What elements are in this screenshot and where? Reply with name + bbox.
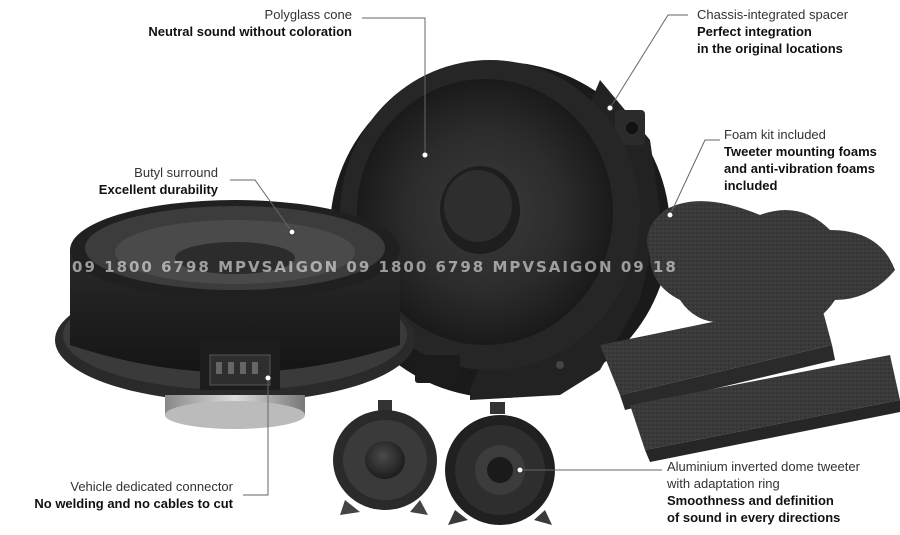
watermark-text: AIGON 09 1800 6798 MPVSAIGON 09 1800 679… — [0, 258, 678, 276]
callout-title: Polyglass cone — [264, 7, 352, 22]
callout-butyl: Butyl surround Excellent durability — [99, 164, 218, 198]
callout-desc-line3: included — [724, 178, 778, 193]
callout-title: Chassis-integrated spacer — [697, 7, 849, 22]
callout-spacer: Chassis-integrated spacer Perfect integr… — [697, 6, 848, 57]
woofer-small — [55, 200, 415, 429]
leader-lines — [230, 14, 720, 496]
callout-title-line1: Aluminium inverted dome tweeter — [667, 459, 860, 474]
callout-title: Butyl surround — [134, 165, 218, 180]
callout-desc-line1: Smoothness and definition — [667, 493, 834, 508]
callout-desc-line2: of sound in every directions — [667, 510, 841, 525]
callout-desc-line1: Tweeter mounting foams — [724, 144, 877, 159]
callout-tweeter: Aluminium inverted dome tweeter with ada… — [667, 458, 860, 526]
callout-desc: Neutral sound without coloration — [148, 24, 352, 39]
callout-title-line2: with adaptation ring — [667, 476, 780, 491]
callout-desc: Excellent durability — [98, 182, 218, 197]
foam-kit — [600, 201, 900, 462]
callout-desc: No welding and no cables to cut — [34, 496, 233, 511]
callout-polyglass: Polyglass cone Neutral sound without col… — [148, 6, 352, 40]
callout-title: Vehicle dedicated connector — [70, 479, 233, 494]
woofer-large — [330, 60, 670, 400]
callout-desc-line1: Perfect integration — [697, 24, 812, 39]
tweeter-back — [445, 402, 555, 525]
callout-title: Foam kit included — [724, 127, 826, 142]
callout-connector: Vehicle dedicated connector No welding a… — [34, 478, 233, 512]
tweeter-front — [333, 400, 437, 515]
callout-foam: Foam kit included Tweeter mounting foams… — [724, 126, 877, 194]
callout-desc-line2: in the original locations — [697, 41, 843, 56]
callout-desc-line2: and anti-vibration foams — [724, 161, 875, 176]
